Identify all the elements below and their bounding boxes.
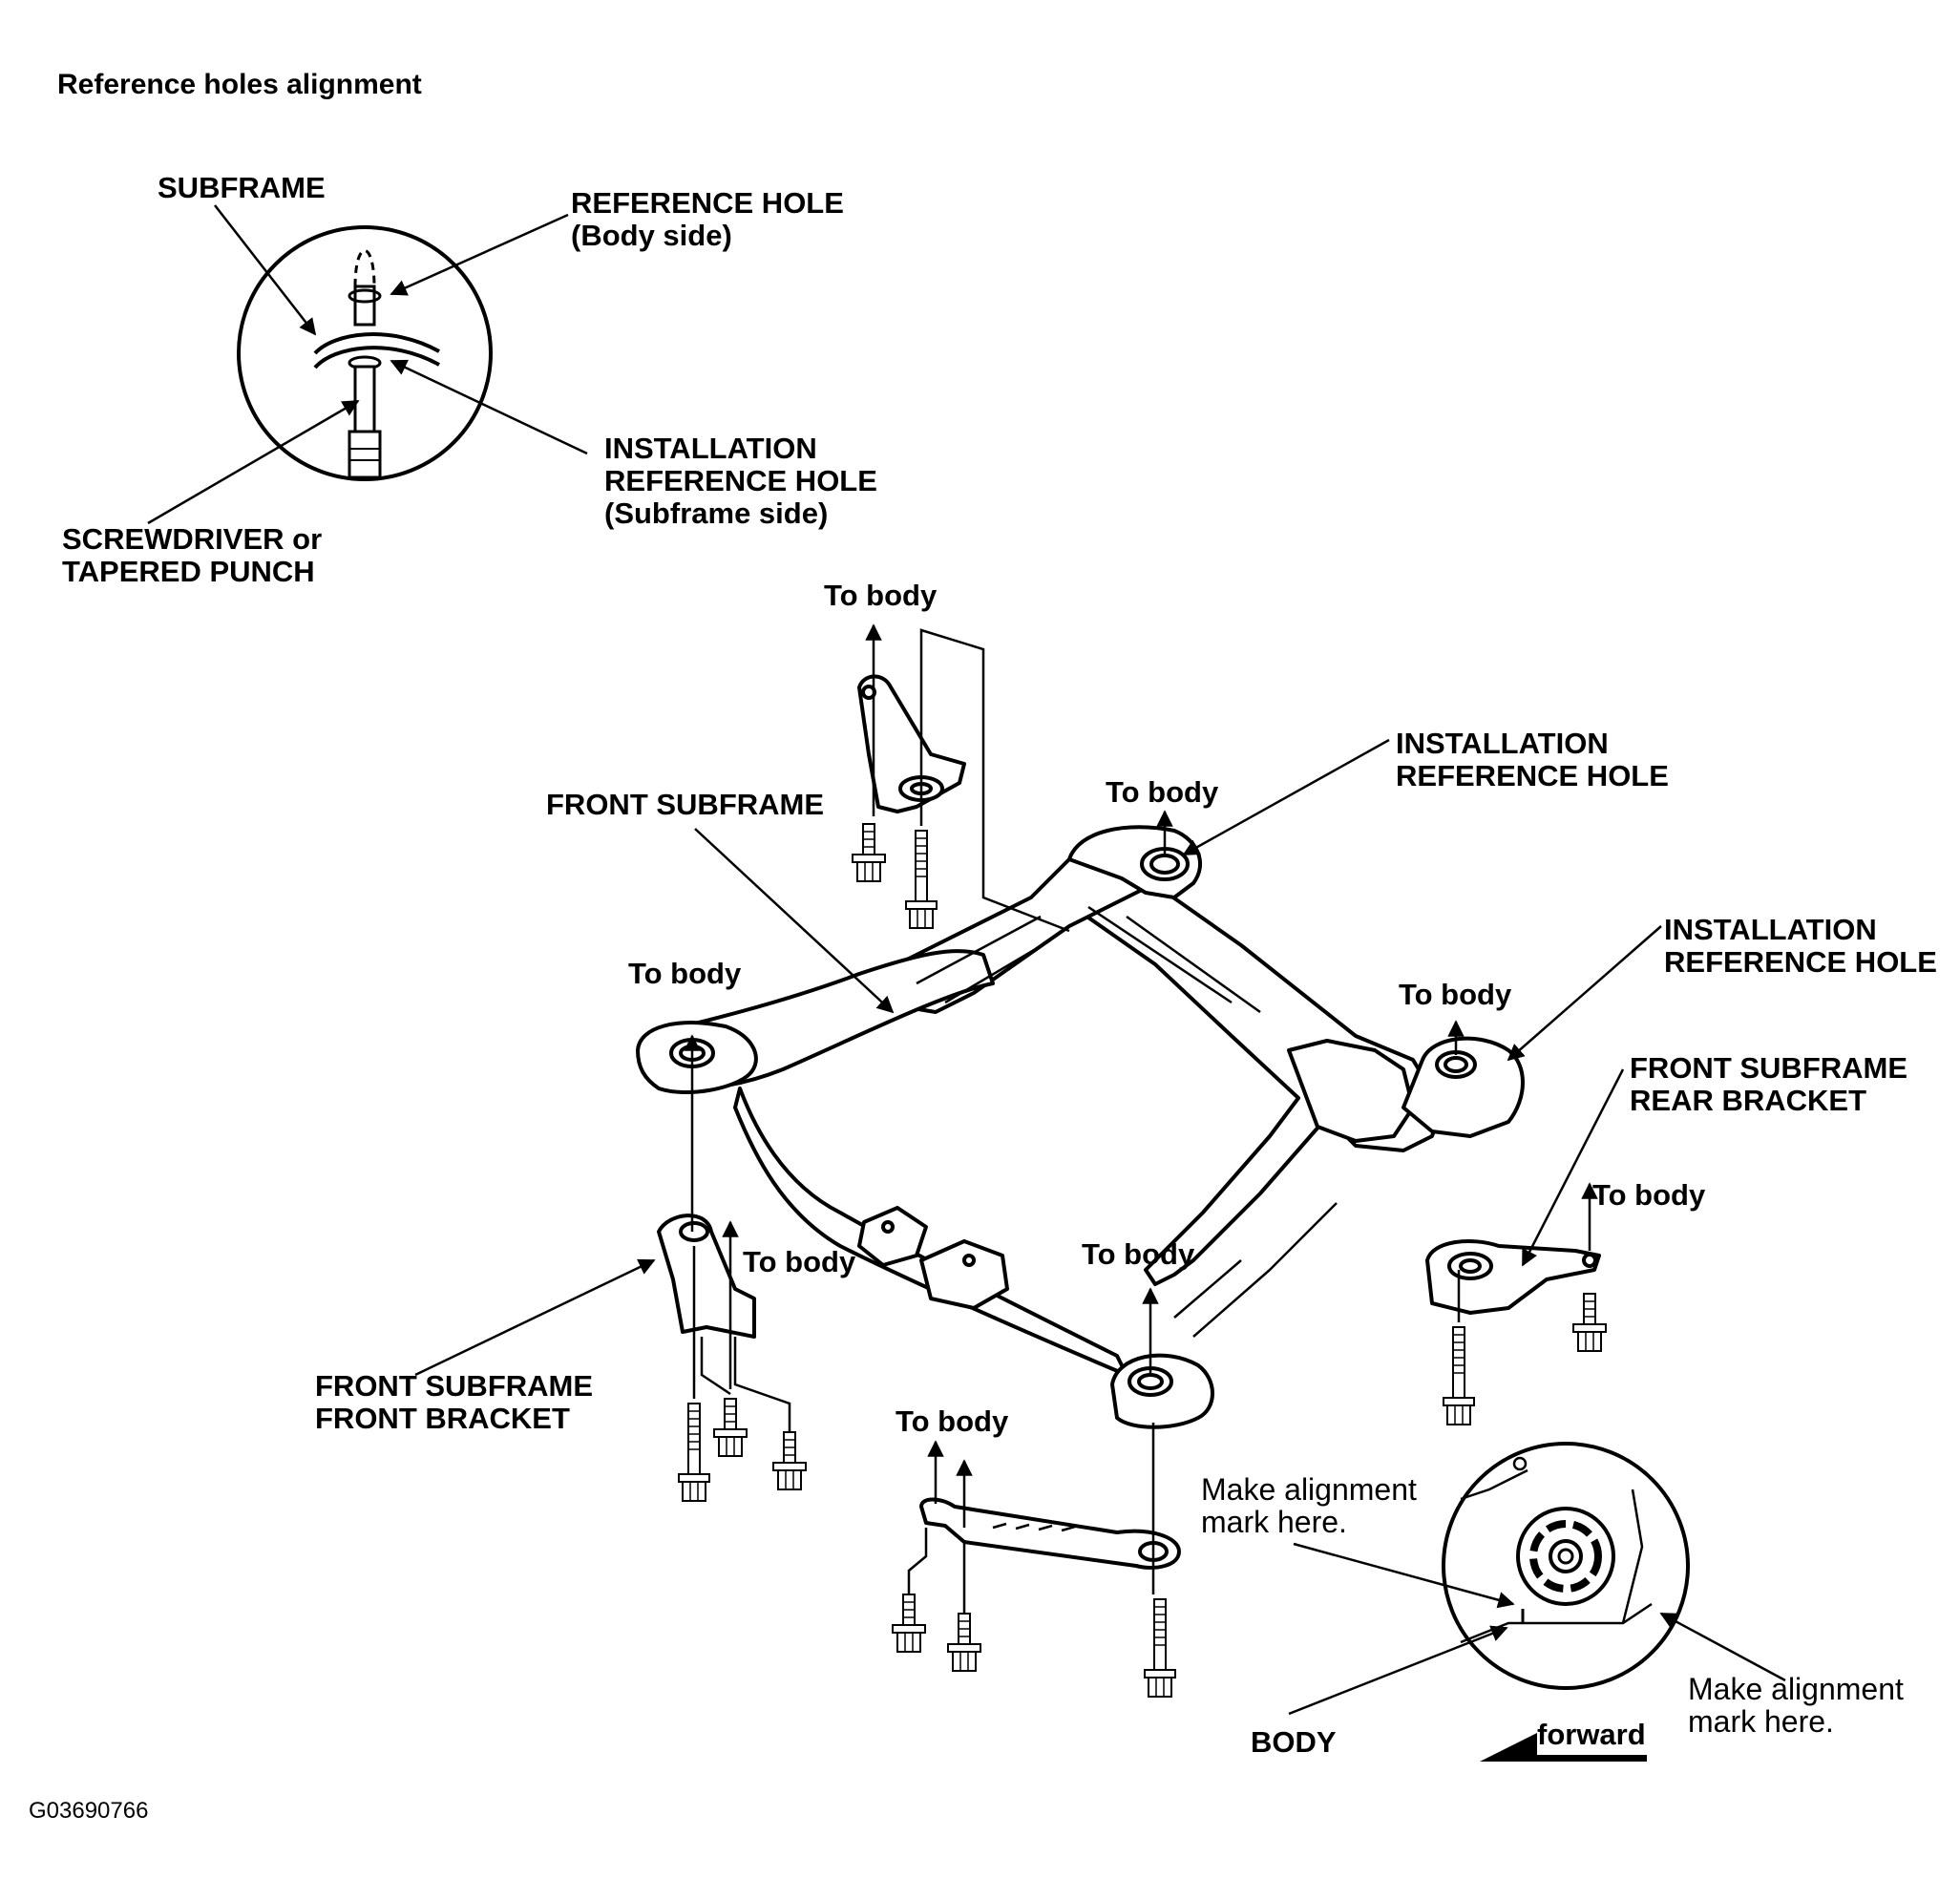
front-subframe-front-bracket [657, 1214, 756, 1339]
label-make-alignment-mark-right: Make alignment mark here. [1688, 1672, 1904, 1739]
label-installation-reference-hole-upper: INSTALLATION REFERENCE HOLE [1396, 727, 1669, 792]
alignment-detail [1288, 1442, 1786, 1762]
page-title: Reference holes alignment [57, 69, 422, 100]
label-forward: forward [1537, 1718, 1646, 1751]
lower-stiffener-bracket [919, 1497, 1181, 1570]
inset-detail [147, 204, 588, 525]
callout-leaders [414, 738, 1662, 1377]
label-to-body-left-mount: To body [628, 957, 742, 990]
label-reference-hole-body-side: REFERENCE HOLE (Body side) [571, 186, 844, 252]
label-screwdriver-tapered-punch: SCREWDRIVER or TAPERED PUNCH [62, 522, 323, 588]
label-front-subframe: FRONT SUBFRAME [546, 788, 825, 821]
label-to-body-right-mount: To body [1399, 978, 1512, 1011]
figure-code: G03690766 [29, 1798, 149, 1824]
front-subframe [636, 825, 1525, 1429]
label-to-body-stiffener: To body [896, 1404, 1009, 1438]
label-to-body-front-right-mount: To body [1082, 1237, 1195, 1271]
label-to-body-top: To body [824, 579, 938, 612]
label-make-alignment-mark-left: Make alignment mark here. [1201, 1472, 1417, 1539]
label-installation-reference-hole-right: INSTALLATION REFERENCE HOLE [1664, 913, 1937, 979]
to-body-arrows [684, 623, 1598, 1614]
label-body: BODY [1251, 1725, 1337, 1759]
label-to-body-rear-right-mount: To body [1106, 775, 1219, 809]
label-to-body-front-bracket: To body [743, 1245, 856, 1278]
upper-left-bracket [857, 674, 966, 813]
label-front-subframe-front-bracket: FRONT SUBFRAME FRONT BRACKET [315, 1369, 594, 1435]
label-installation-reference-hole-subframe-side: INSTALLATION REFERENCE HOLE (Subframe si… [604, 432, 877, 530]
label-front-subframe-rear-bracket: FRONT SUBFRAME REAR BRACKET [1630, 1051, 1908, 1117]
front-subframe-rear-bracket [1425, 1239, 1601, 1315]
label-to-body-rear-bracket: To body [1592, 1178, 1706, 1212]
label-subframe: SUBFRAME [158, 171, 326, 204]
